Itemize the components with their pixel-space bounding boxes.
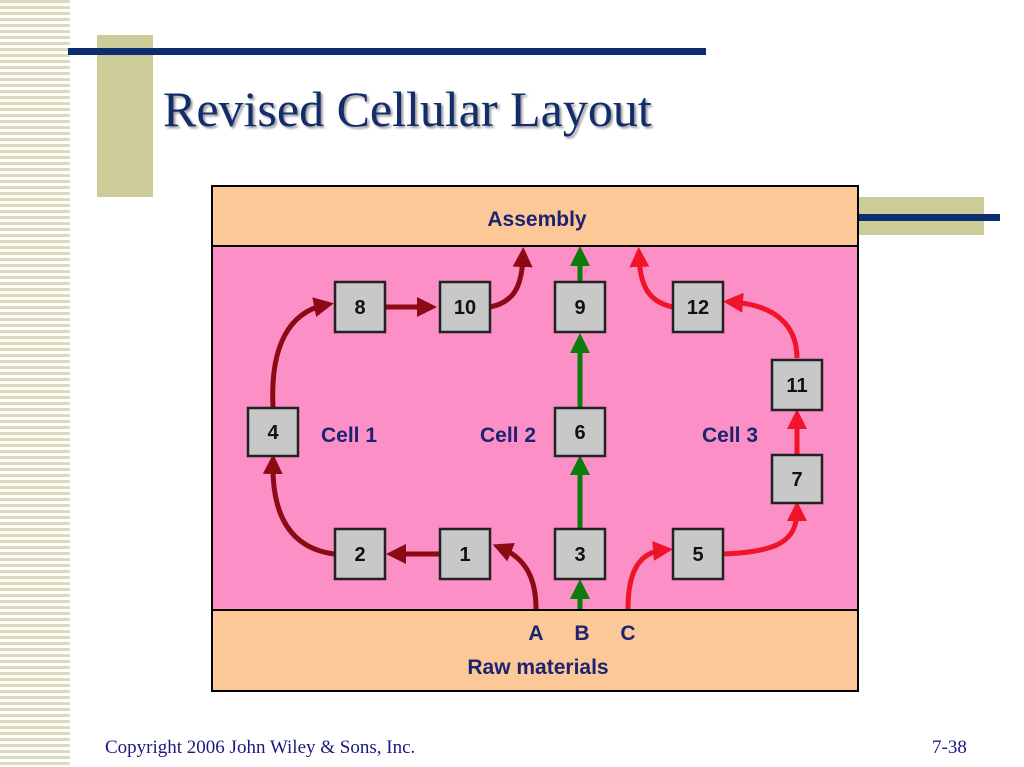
- routing-label-c: C: [620, 622, 635, 645]
- title-rule: [68, 48, 706, 55]
- diagram-rule: [858, 214, 1000, 221]
- cell-2-label: Cell 2: [480, 424, 536, 447]
- cell-1-label: Cell 1: [321, 424, 377, 447]
- machine-11-label: 11: [786, 375, 807, 397]
- machine-2-label: 2: [354, 544, 365, 566]
- machine-9-label: 9: [574, 297, 585, 319]
- machine-7-label: 7: [791, 469, 802, 491]
- flow-arrow-a-raw-to-1: [492, 542, 539, 610]
- page-title: Revised Cellular Layout: [163, 81, 652, 137]
- machine-6-box: [553, 406, 607, 458]
- machine-12-box: [671, 280, 725, 334]
- slide-number: 7-38: [932, 737, 967, 758]
- machine-3-box: [553, 527, 607, 581]
- machine-10-box: [438, 280, 492, 334]
- flow-arrow-c-5-to-7: [722, 501, 807, 557]
- flow-arrow-a-10-to-assembly: [489, 247, 533, 310]
- machine-4-label: 4: [267, 422, 279, 444]
- machine-9-box: [553, 280, 607, 334]
- machine-4-box: [246, 406, 300, 458]
- copyright-text: Copyright 2006 John Wiley & Sons, Inc.: [105, 737, 416, 758]
- assembly-area: [211, 185, 859, 247]
- machine-5-box: [671, 527, 725, 581]
- machine-1-label: 1: [459, 544, 470, 566]
- assembly-label: Assembly: [487, 208, 587, 231]
- flow-arrow-c-raw-to-5: [625, 540, 673, 610]
- flow-arrow-a-4-to-8: [270, 297, 334, 408]
- routing-label-a: A: [528, 622, 543, 645]
- machine-8-label: 8: [354, 297, 365, 319]
- machine-2-box: [333, 527, 387, 581]
- decorative-stripes: [0, 0, 70, 767]
- machine-11-box: [770, 358, 824, 412]
- machine-7-box: [770, 453, 824, 505]
- machine-12-label: 12: [687, 297, 709, 319]
- machine-6-label: 6: [574, 422, 585, 444]
- machine-10-label: 10: [454, 297, 476, 319]
- machine-5-label: 5: [692, 544, 703, 566]
- flow-arrow-c-11-to-12: [723, 292, 800, 359]
- flow-arrow-a-2-to-4: [262, 454, 335, 557]
- machine-3-label: 3: [574, 544, 585, 566]
- raw-materials-label: Raw materials: [467, 656, 608, 679]
- cell-3-label: Cell 3: [702, 424, 758, 447]
- flow-arrow-c-12-to-assembly: [629, 247, 674, 310]
- machine-1-box: [438, 527, 492, 581]
- machine-8-box: [333, 280, 387, 334]
- raw-materials-area: [211, 609, 859, 692]
- routing-label-b: B: [574, 622, 589, 645]
- decorative-tan-block-left: [97, 35, 153, 197]
